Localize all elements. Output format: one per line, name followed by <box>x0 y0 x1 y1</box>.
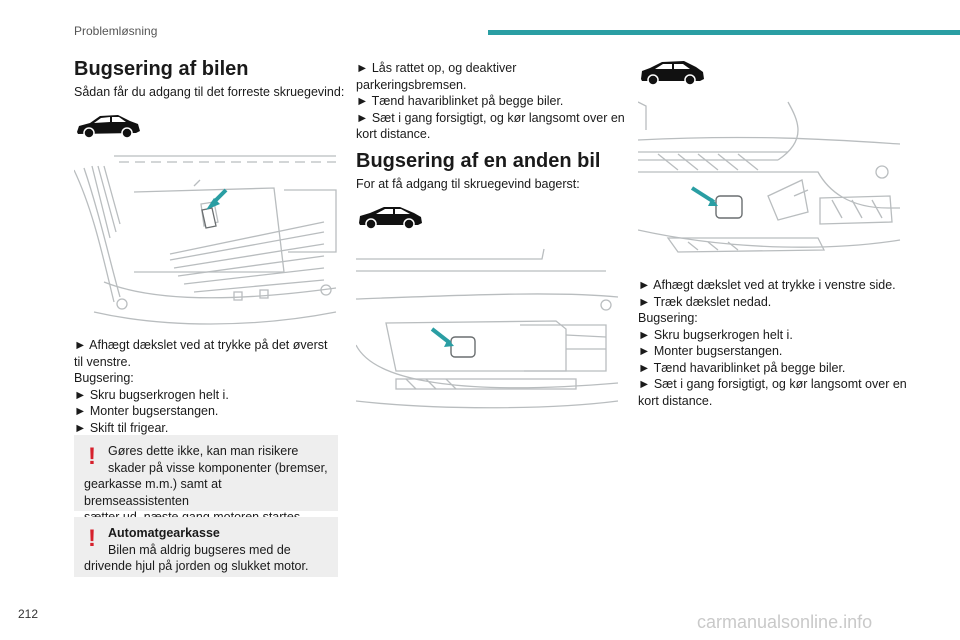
front-intro: Sådan får du adgang til det forreste skr… <box>74 85 345 99</box>
watermark: carmanualsonline.info <box>697 612 873 632</box>
warning-text: Gøres dette ikke, kan man risikere skade… <box>84 443 328 526</box>
warning-box-frigear: ! Gøres dette ikke, kan man risikere ska… <box>74 435 338 524</box>
rear-bumper-illustration-other-car <box>638 101 901 253</box>
warning-icon: ! <box>88 443 96 470</box>
text-line: kort distance. <box>356 127 431 141</box>
text-line: ► Træk dækslet nedad. <box>638 294 772 309</box>
text-line: ► Tænd havariblinket på begge biler. <box>356 94 564 108</box>
car-front-icon <box>77 115 140 139</box>
text-line: ► Monter bugserstangen. <box>638 344 783 358</box>
text-line: drivende hjul på jorden og slukket motor… <box>84 559 309 573</box>
text-line: Bugsering: <box>74 371 134 385</box>
warning-title: Automatgearkasse <box>108 526 220 540</box>
text-line: ► Tænd havariblinket på begge biler. <box>638 360 846 375</box>
text-line: Gøres dette ikke, kan man risikere <box>108 444 299 458</box>
text-line: Bugsering: <box>638 311 698 325</box>
car-rear-icon <box>359 207 422 230</box>
text-line: ► Sæt i gang forsigtigt, og kør langsomt… <box>638 377 907 391</box>
text-line: ► Lås rattet op, og deaktiver <box>356 61 517 75</box>
text-line: til venstre. <box>74 354 131 369</box>
text-line: parkeringsbremsen. <box>356 77 467 92</box>
text-line: ► Afhægt dækslet ved at trykke på det øv… <box>74 338 328 352</box>
towing-steps-continued: ► Lås rattet op, og deaktiver parkerings… <box>356 60 625 143</box>
page-number: 212 <box>18 607 39 621</box>
warning-box-automatic: ! Automatgearkasse Bilen må aldrig bugse… <box>74 517 338 577</box>
rear-steps: ► Afhægt dækslet ved at trykke i venstre… <box>638 277 907 409</box>
text-line: ► Skru bugserkrogen helt i. <box>638 327 793 342</box>
rear-bumper-illustration <box>356 248 619 409</box>
section-label: Problemløsning <box>74 24 158 38</box>
text-line: kort distance. <box>638 393 713 408</box>
text-line: ► Afhægt dækslet ved at trykke i venstre… <box>638 278 896 292</box>
text-line: ► Skru bugserkrogen helt i. <box>74 387 229 402</box>
warning-icon: ! <box>88 525 96 552</box>
text-line: Bilen må aldrig bugseres med de <box>108 542 291 557</box>
warning-text: Automatgearkasse Bilen må aldrig bugsere… <box>84 525 328 575</box>
section-title-other-car: Bugsering af en anden bil <box>356 150 601 172</box>
text-line: gearkasse m.m.) samt at bremseassistente… <box>84 477 222 508</box>
header-accent-bar <box>488 30 960 35</box>
car-rear-icon <box>641 61 704 86</box>
rear-intro: For at få adgang til skruegevind bagerst… <box>356 177 580 191</box>
text-line: ► Monter bugserstangen. <box>74 404 219 418</box>
text-line: skader på visse komponenter (bremser, <box>108 460 328 475</box>
text-line: ► Sæt i gang forsigtigt, og kør langsomt… <box>356 110 625 125</box>
front-steps: ► Afhægt dækslet ved at trykke på det øv… <box>74 337 327 436</box>
section-title-towing: Bugsering af bilen <box>74 58 249 80</box>
front-bumper-illustration <box>74 155 337 325</box>
text-line: ► Skift til frigear. <box>74 420 169 435</box>
